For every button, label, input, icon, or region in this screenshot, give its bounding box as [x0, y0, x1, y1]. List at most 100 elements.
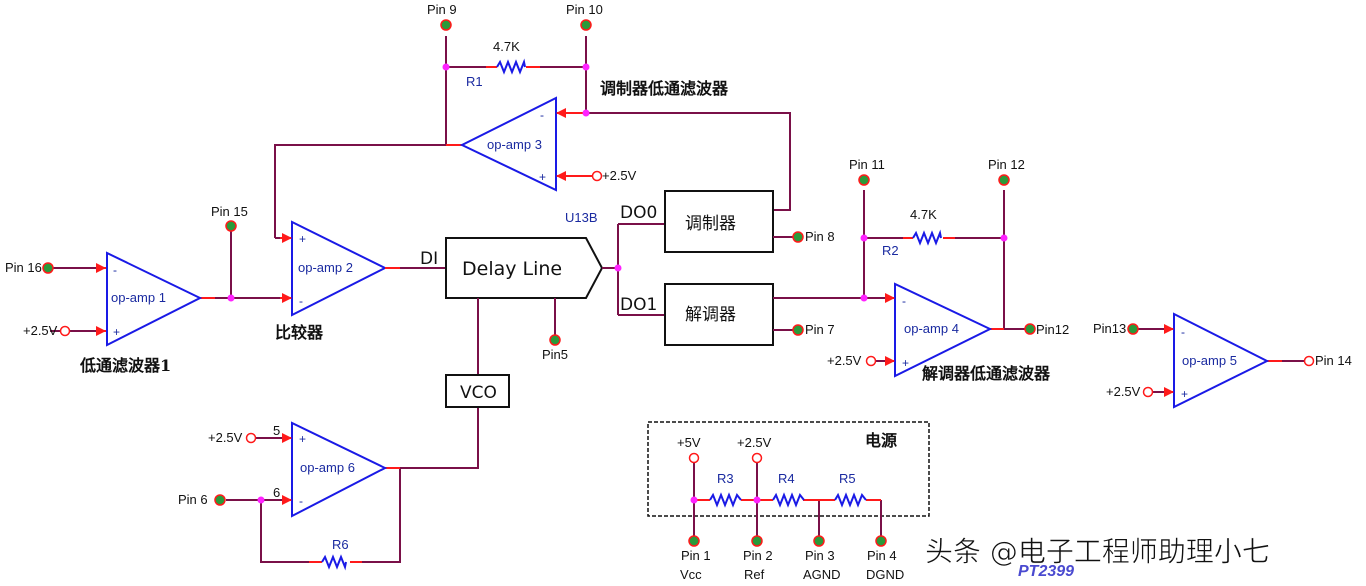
pin-10-label: Pin 10 — [566, 2, 603, 17]
opamp5-plus: + — [1181, 387, 1188, 401]
watermark: 头条 @电子工程师助理小七 — [925, 535, 1270, 568]
opamp-3 — [459, 96, 557, 192]
arrow-icon — [282, 233, 292, 243]
opamp-1-label: op-amp 1 — [111, 290, 166, 305]
junction-dot — [582, 63, 590, 71]
r2-value: 4.7K — [910, 207, 937, 222]
resistor-r2 — [912, 229, 942, 246]
resistor-r4 — [772, 492, 805, 508]
pin-16-terminal[interactable] — [42, 262, 54, 274]
modulator-block — [664, 190, 774, 253]
pin-11-label: Pin 11 — [849, 157, 885, 172]
junction-dot — [582, 109, 590, 117]
modulator-label: 调制器 — [685, 214, 736, 234]
junction-dot — [753, 496, 761, 504]
opamp-4 — [894, 282, 993, 378]
supply-terminal — [865, 355, 877, 367]
r4-label: R4 — [778, 471, 795, 486]
vco-label: VCO — [460, 383, 497, 403]
pin-13-terminal[interactable] — [1127, 323, 1139, 335]
pin-8-terminal[interactable] — [792, 231, 804, 243]
opamp5-section — [1127, 312, 1315, 409]
pin-1-label: Pin 1 — [681, 548, 711, 563]
r1-value: 4.7K — [493, 39, 520, 54]
opamp4-minus: - — [902, 294, 906, 308]
pin-9-label: Pin 9 — [427, 2, 457, 17]
r2-label: R2 — [882, 243, 899, 258]
do0-label: DO0 — [620, 203, 657, 223]
opamp4-plus: + — [902, 356, 909, 370]
dgnd-label: DGND — [866, 567, 904, 582]
demod-lpf-title: 解调器低通滤波器 — [922, 364, 1051, 383]
pin-5-label: Pin5 — [542, 347, 568, 362]
opamp1-minus: - — [113, 263, 117, 277]
agnd-label: AGND — [803, 567, 841, 582]
opamp-3-label: op-amp 3 — [487, 137, 542, 152]
opamp6-section — [214, 421, 401, 571]
pin-4-label: Pin 4 — [867, 548, 897, 563]
delay-line-block — [445, 237, 604, 299]
opamp-2 — [291, 220, 388, 317]
pin-16-label: Pin 16 — [5, 260, 42, 275]
demodulator-label: 解调器 — [685, 305, 736, 325]
delay-section — [400, 190, 804, 469]
opamp3-minus: - — [540, 108, 544, 122]
opamp2-minus: - — [299, 294, 303, 308]
di-label: DI — [420, 249, 438, 269]
junction-dot — [442, 63, 450, 71]
supply-terminal — [1142, 386, 1154, 398]
arrow-icon — [96, 326, 106, 336]
resistor-r1 — [496, 58, 526, 75]
pin-2-terminal[interactable] — [751, 535, 763, 547]
pin-7-terminal[interactable] — [792, 324, 804, 336]
pin-14-terminal[interactable] — [1303, 355, 1315, 367]
arrow-icon — [96, 263, 106, 273]
r5-label: R5 — [839, 471, 856, 486]
junction-dot — [257, 496, 265, 504]
pin-12-terminal[interactable] — [998, 174, 1010, 186]
opamp-5-label: op-amp 5 — [1182, 353, 1237, 368]
pin-1-terminal[interactable] — [688, 535, 700, 547]
supply-label: +2.5V — [1106, 384, 1141, 399]
wire-pin9-opamp3-out — [274, 36, 447, 238]
arrow-icon — [282, 293, 292, 303]
pin-4-terminal[interactable] — [875, 535, 887, 547]
arrow-icon — [885, 293, 895, 303]
supply-5v-label: +5V — [677, 435, 701, 450]
pin-2-label: Pin 2 — [743, 548, 773, 563]
supply-label: +2.5V — [208, 430, 243, 445]
pin-3-terminal[interactable] — [813, 535, 825, 547]
do1-label: DO1 — [620, 295, 657, 315]
pin-10-terminal[interactable] — [580, 19, 592, 31]
opamp3-plus: + — [539, 170, 546, 184]
junction-dot — [227, 294, 235, 302]
opamp-6 — [291, 421, 388, 518]
pin-15-terminal[interactable] — [225, 220, 237, 232]
opamp6-minus: - — [299, 494, 303, 508]
u13b-label: U13B — [565, 210, 598, 225]
resistor-r3 — [709, 492, 742, 508]
pin-14-label: Pin 14 — [1315, 353, 1352, 368]
arrow-icon — [1164, 387, 1174, 397]
supply-label: +2.5V — [827, 353, 862, 368]
pin-11-terminal[interactable] — [858, 174, 870, 186]
mod-lpf-title: 调制器低通滤波器 — [600, 79, 729, 98]
opamp-1 — [106, 251, 203, 347]
junction-dot — [614, 264, 622, 272]
supply-label: +2.5V — [602, 168, 637, 183]
opamp2-plus: + — [299, 232, 306, 246]
power-section — [647, 421, 930, 547]
supply-terminal — [591, 170, 603, 182]
supply-5v-terminal — [688, 452, 700, 464]
supply-terminal — [59, 325, 71, 337]
pin-5-terminal[interactable] — [549, 334, 561, 346]
lpf1-title: 低通滤波器1 — [79, 356, 171, 375]
input-section — [42, 220, 446, 347]
pin-6-terminal[interactable] — [214, 494, 226, 506]
r6-label: R6 — [332, 537, 349, 552]
delay-line-label: Delay Line — [462, 258, 562, 280]
vcc-label: Vcc — [680, 567, 702, 582]
pin-9-terminal[interactable] — [440, 19, 452, 31]
pin-12-out-terminal[interactable] — [1024, 323, 1036, 335]
